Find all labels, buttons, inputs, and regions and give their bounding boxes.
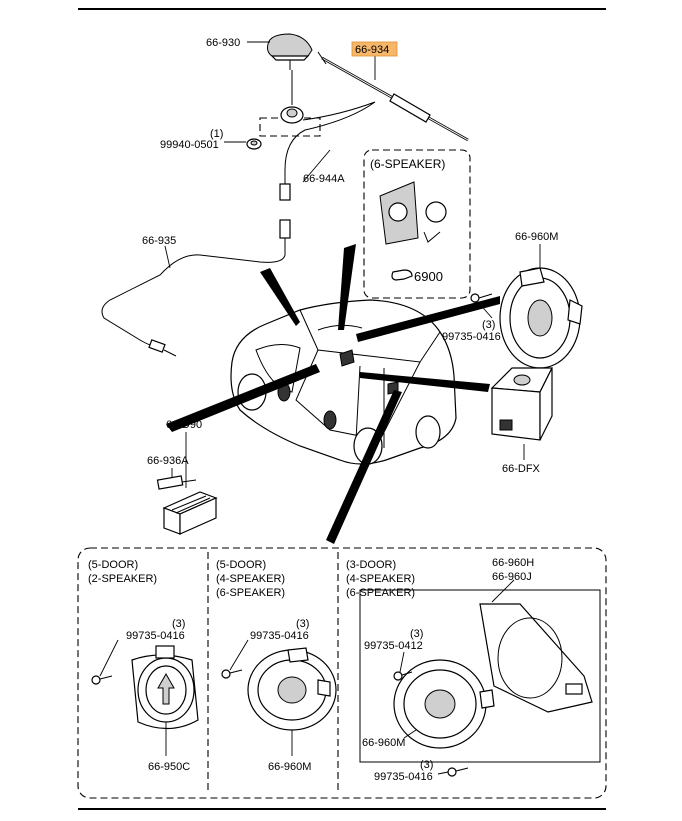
p3-line1: (3-DOOR) (346, 559, 396, 571)
six-speaker-box (363, 149, 471, 299)
adapter-66-936A-drawing (156, 475, 197, 490)
p3-screw-a-qty: (3) (410, 628, 423, 640)
bracket-66-960H-drawing (479, 603, 593, 713)
p2-line2: (4-SPEAKER) (216, 573, 285, 585)
nut-99940-0501-drawing (246, 138, 262, 150)
speaker-66-950C-drawing (131, 645, 199, 756)
screw-p1-drawing (91, 639, 119, 685)
unit-66-D90-drawing (162, 491, 218, 535)
pointer-6spk-to-roof (338, 244, 356, 330)
leader-66-960H (491, 579, 515, 603)
p1-screw: 99735-0416 (126, 630, 185, 642)
feeder-connector (279, 183, 291, 201)
p3-screw-a: 99735-0412 (364, 640, 423, 652)
label-66-D90: 66-D90 (166, 419, 202, 431)
label-nut-qty: (1) (210, 128, 223, 140)
label-66-934: 66-934 (355, 44, 389, 56)
label-6-speaker-title: (6-SPEAKER) (370, 157, 445, 171)
speaker-66-960M-p3-drawing (393, 659, 495, 749)
feeder-66-944A-drawing (284, 101, 376, 184)
p3-speaker: 66-960M (362, 737, 405, 749)
label-66-936A: 66-936A (147, 455, 189, 467)
label-66-960M-top: 66-960M (515, 231, 558, 243)
label-tweeter-screw-qty: (3) (482, 319, 495, 331)
antenna-base-drawing (267, 33, 313, 70)
label-66-DFX: 66-DFX (502, 463, 541, 475)
leader-66-935 (164, 245, 171, 269)
variants-panel-border (77, 547, 607, 799)
pointer-unit-to-car (166, 364, 320, 432)
screw-p3b-drawing (437, 767, 469, 777)
speaker-66-960M-top-drawing (499, 244, 583, 369)
screw-p2-drawing (221, 639, 249, 679)
module-66-DFX-drawing (490, 367, 553, 460)
p2-screw-qty: (3) (296, 618, 309, 630)
label-99735-0416-top: 99735-0416 (442, 331, 501, 343)
hand-pointer-icon (391, 269, 413, 281)
p1-screw-qty: (3) (172, 618, 185, 630)
speaker-66-960M-p2-drawing (247, 647, 337, 756)
p3-line3: (6-SPEAKER) (346, 587, 415, 599)
pointer-antenna-to-roof (260, 268, 300, 326)
p1-line1: (5-DOOR) (88, 559, 138, 571)
pointer-module-to-car (360, 372, 490, 392)
label-66-930: 66-930 (206, 37, 240, 49)
p3-bracket-1: 66-960H (492, 557, 534, 569)
tweeter-6900-drawing (379, 181, 447, 245)
leader-66-944A (302, 149, 331, 183)
cable-66-935-drawing (101, 219, 291, 357)
label-66-935: 66-935 (142, 235, 176, 247)
p1-speaker: 66-950C (148, 761, 190, 773)
p3-line2: (4-SPEAKER) (346, 573, 415, 585)
pointer-tweeter-to-car (356, 296, 500, 342)
panel3-inner-box (359, 589, 601, 763)
highlight-66-934 (351, 41, 398, 57)
p3-bracket-2: 66-960J (492, 571, 532, 583)
p2-screw: 99735-0416 (250, 630, 309, 642)
p1-line2: (2-SPEAKER) (88, 573, 157, 585)
p3-screw-b: 99735-0416 (374, 771, 433, 783)
antenna-rod-drawing (317, 51, 469, 142)
label-66-944A: 66-944A (303, 173, 345, 185)
screw-p3a-drawing (393, 651, 413, 681)
p2-line3: (6-SPEAKER) (216, 587, 285, 599)
pointer-panel-to-car (326, 390, 402, 544)
label-6900: 6900 (414, 269, 443, 284)
screw-top-drawing (470, 293, 493, 319)
p2-speaker: 66-960M (268, 761, 311, 773)
antenna-mount-drawing (259, 70, 321, 137)
label-99940-0501: 99940-0501 (160, 139, 219, 151)
p2-line1: (5-DOOR) (216, 559, 266, 571)
p3-screw-b-qty: (3) (420, 759, 433, 771)
